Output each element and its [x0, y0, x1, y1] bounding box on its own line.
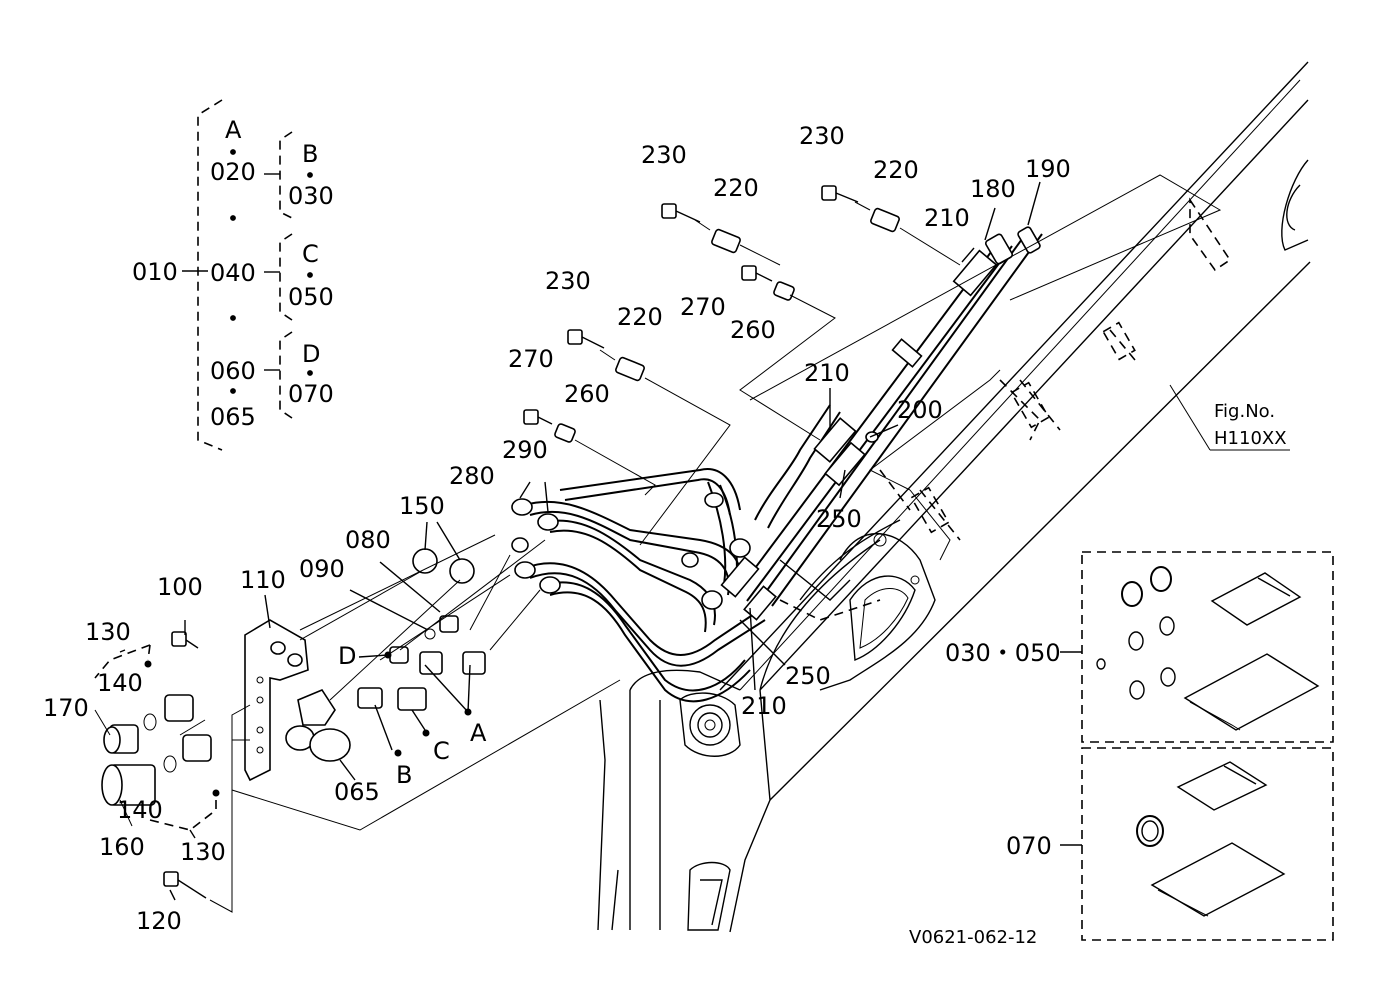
callout-210: 210 [741, 692, 787, 720]
callout-200: 200 [897, 396, 943, 424]
callout-250: 250 [816, 505, 862, 533]
callout-170: 170 [43, 694, 89, 722]
callout-a: A [470, 719, 487, 747]
callout-290: 290 [502, 436, 548, 464]
callout-120: 120 [136, 907, 182, 935]
group-tree-labels: 010 A 020 B 030 040 C 050 060 065 D 070 [132, 116, 334, 431]
callout-230: 230 [641, 141, 687, 169]
drawing-code: V0621-062-12 [909, 927, 1037, 948]
callout-280: 280 [449, 462, 495, 490]
boom-arm-outline [597, 61, 1311, 933]
kit-box-1-label: 030・050 [945, 639, 1061, 667]
tree-part-020: 020 [210, 158, 256, 186]
tree-root-010: 010 [132, 258, 178, 286]
callout-220: 220 [617, 303, 663, 331]
bracket-couplers [101, 548, 486, 806]
fig-no-value: H110XX [1214, 428, 1287, 449]
callout-190: 190 [1025, 155, 1071, 183]
callout-270: 270 [680, 293, 726, 321]
callout-100: 100 [157, 573, 203, 601]
tree-part-030: 030 [288, 182, 334, 210]
callout-210: 210 [804, 359, 850, 387]
tree-part-065: 065 [210, 403, 256, 431]
callout-c: C [433, 737, 450, 765]
leader-lines [94, 99, 1290, 913]
callout-140: 140 [97, 669, 143, 697]
tree-letter-b: B [302, 140, 318, 168]
seal-kit-box-1 [1081, 551, 1334, 743]
bolts-spacers [163, 185, 900, 899]
callout-210: 210 [924, 204, 970, 232]
callout-130: 130 [85, 618, 131, 646]
tree-letter-d: D [302, 340, 320, 368]
tree-letter-a: A [225, 116, 242, 144]
callout-b: B [396, 761, 412, 789]
tree-part-050: 050 [288, 283, 334, 311]
callout-d: D [338, 642, 356, 670]
callout-110: 110 [240, 566, 286, 594]
callout-130: 130 [180, 838, 226, 866]
tree-part-070: 070 [288, 380, 334, 408]
seal-kit-box-2 [1081, 747, 1334, 941]
tree-part-040: 040 [210, 259, 256, 287]
callout-250: 250 [785, 662, 831, 690]
callout-260: 260 [564, 380, 610, 408]
callout-220: 220 [873, 156, 919, 184]
callout-230: 230 [799, 122, 845, 150]
clamps-and-fittings [511, 226, 1041, 621]
callout-260: 260 [730, 316, 776, 344]
figure-reference: Fig.No. H110XX [1214, 401, 1287, 449]
callout-180: 180 [970, 175, 1016, 203]
tree-part-060: 060 [210, 357, 256, 385]
kit-box-2-label: 070 [1006, 832, 1052, 860]
callout-065: 065 [334, 778, 380, 806]
callout-080: 080 [345, 526, 391, 554]
callout-270: 270 [508, 345, 554, 373]
callout-090: 090 [299, 555, 345, 583]
callout-220: 220 [713, 174, 759, 202]
fig-no-label: Fig.No. [1214, 401, 1275, 422]
tree-letter-c: C [302, 240, 319, 268]
callout-230: 230 [545, 267, 591, 295]
callout-140: 140 [117, 796, 163, 824]
callout-160: 160 [99, 833, 145, 861]
callout-labels: 230 220 230 220 180 190 210 230 220 270 … [43, 122, 1071, 935]
callout-150: 150 [399, 492, 445, 520]
